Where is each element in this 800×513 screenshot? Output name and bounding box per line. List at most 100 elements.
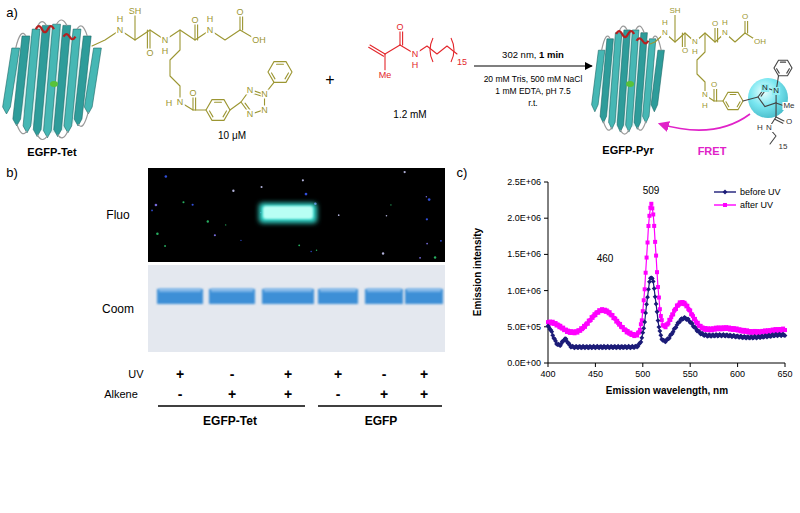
gel-speck (192, 204, 194, 206)
data-marker (645, 295, 650, 300)
atom-label: N (691, 38, 699, 46)
data-marker (657, 325, 662, 330)
atom-label: H (691, 48, 699, 56)
atom-label: H (165, 99, 174, 108)
data-marker (660, 318, 664, 322)
bond (674, 15, 675, 42)
data-marker (549, 329, 554, 334)
axis-title: Emission wavelength, nm (606, 386, 728, 396)
ring (723, 92, 743, 109)
bond (197, 24, 198, 40)
gel-speck (338, 214, 340, 216)
data-marker (657, 329, 662, 334)
bond (192, 96, 193, 110)
loop (620, 130, 629, 134)
gel-speck (426, 243, 428, 245)
bond (713, 88, 714, 101)
tick-label: 2.0E+06 (507, 214, 541, 223)
legend-text: before UV (740, 188, 781, 197)
ring (268, 62, 292, 83)
bond (384, 54, 385, 70)
bond (684, 33, 685, 47)
data-marker (655, 309, 660, 314)
data-marker (653, 294, 658, 299)
bond-chain (400, 45, 457, 54)
sign: - (382, 367, 387, 381)
bond (277, 64, 284, 65)
band-highlight (264, 288, 312, 292)
atom-label: OH (753, 38, 767, 46)
protein-band (318, 289, 358, 304)
loop (37, 135, 47, 140)
atom-label: H (756, 124, 764, 132)
panel-letter: c) (457, 166, 468, 179)
data-marker (651, 212, 655, 216)
gel-speck (207, 220, 209, 222)
data-marker (659, 314, 663, 318)
data-marker (651, 279, 656, 284)
atom-label: H (701, 102, 709, 110)
gel-speck (316, 250, 317, 251)
atom-label: H (411, 61, 420, 70)
bracket (451, 38, 454, 62)
group-bracket (318, 405, 442, 407)
protein-band (157, 289, 203, 304)
sign: + (176, 367, 184, 381)
chromophore (50, 81, 58, 87)
tick-label: 5.0E+05 (507, 322, 541, 331)
gel-speck (426, 196, 427, 197)
alkene (369, 30, 457, 70)
helix (637, 38, 649, 43)
bond (716, 88, 717, 101)
atom-label: N (206, 26, 215, 35)
atom-label: OH (251, 36, 267, 45)
data-marker (639, 339, 644, 344)
bond (780, 62, 785, 63)
bond-chain (170, 30, 206, 110)
bond (242, 16, 243, 30)
gel-speck (404, 171, 406, 173)
atom-label: N (701, 91, 709, 99)
bond (775, 119, 783, 123)
loop (16, 33, 26, 48)
data-marker (652, 286, 657, 291)
peak-label: 509 (643, 186, 660, 196)
atom-label: 15 (456, 58, 468, 67)
atom-label: N (411, 50, 420, 59)
gel-speck (151, 210, 153, 212)
bracket (430, 38, 433, 62)
egfp-barrel (3, 20, 102, 140)
condition-text: 1 mM EDTA, pH 7.5 (495, 87, 570, 96)
tick-label: 550 (683, 370, 698, 379)
ring (774, 60, 792, 76)
bond-chain (697, 33, 723, 101)
data-marker (646, 287, 651, 292)
atom-label: O (188, 89, 197, 98)
bond (743, 97, 758, 101)
tick (595, 363, 596, 367)
legend-sample (714, 203, 736, 207)
data-marker (723, 203, 727, 207)
data-marker (649, 202, 653, 206)
bond (730, 94, 736, 95)
axis-title: Emission intensity (473, 228, 483, 316)
band-highlight (320, 288, 356, 292)
atom-label: O (681, 47, 689, 55)
helix (36, 26, 54, 32)
data-marker (783, 333, 788, 338)
data-marker (646, 240, 650, 244)
species-label: EGFP-Pyr (602, 145, 653, 156)
bond (714, 28, 715, 42)
gel-speck (298, 244, 300, 246)
atom-label: N (765, 124, 773, 132)
atom-label: H (206, 15, 215, 24)
band-highlight (407, 288, 441, 292)
tick (690, 363, 691, 367)
atom-label: SH (128, 7, 143, 16)
gel-speck (382, 252, 384, 254)
loop (603, 121, 612, 130)
loop (636, 26, 645, 33)
data-marker (643, 287, 647, 291)
bond (737, 102, 740, 107)
